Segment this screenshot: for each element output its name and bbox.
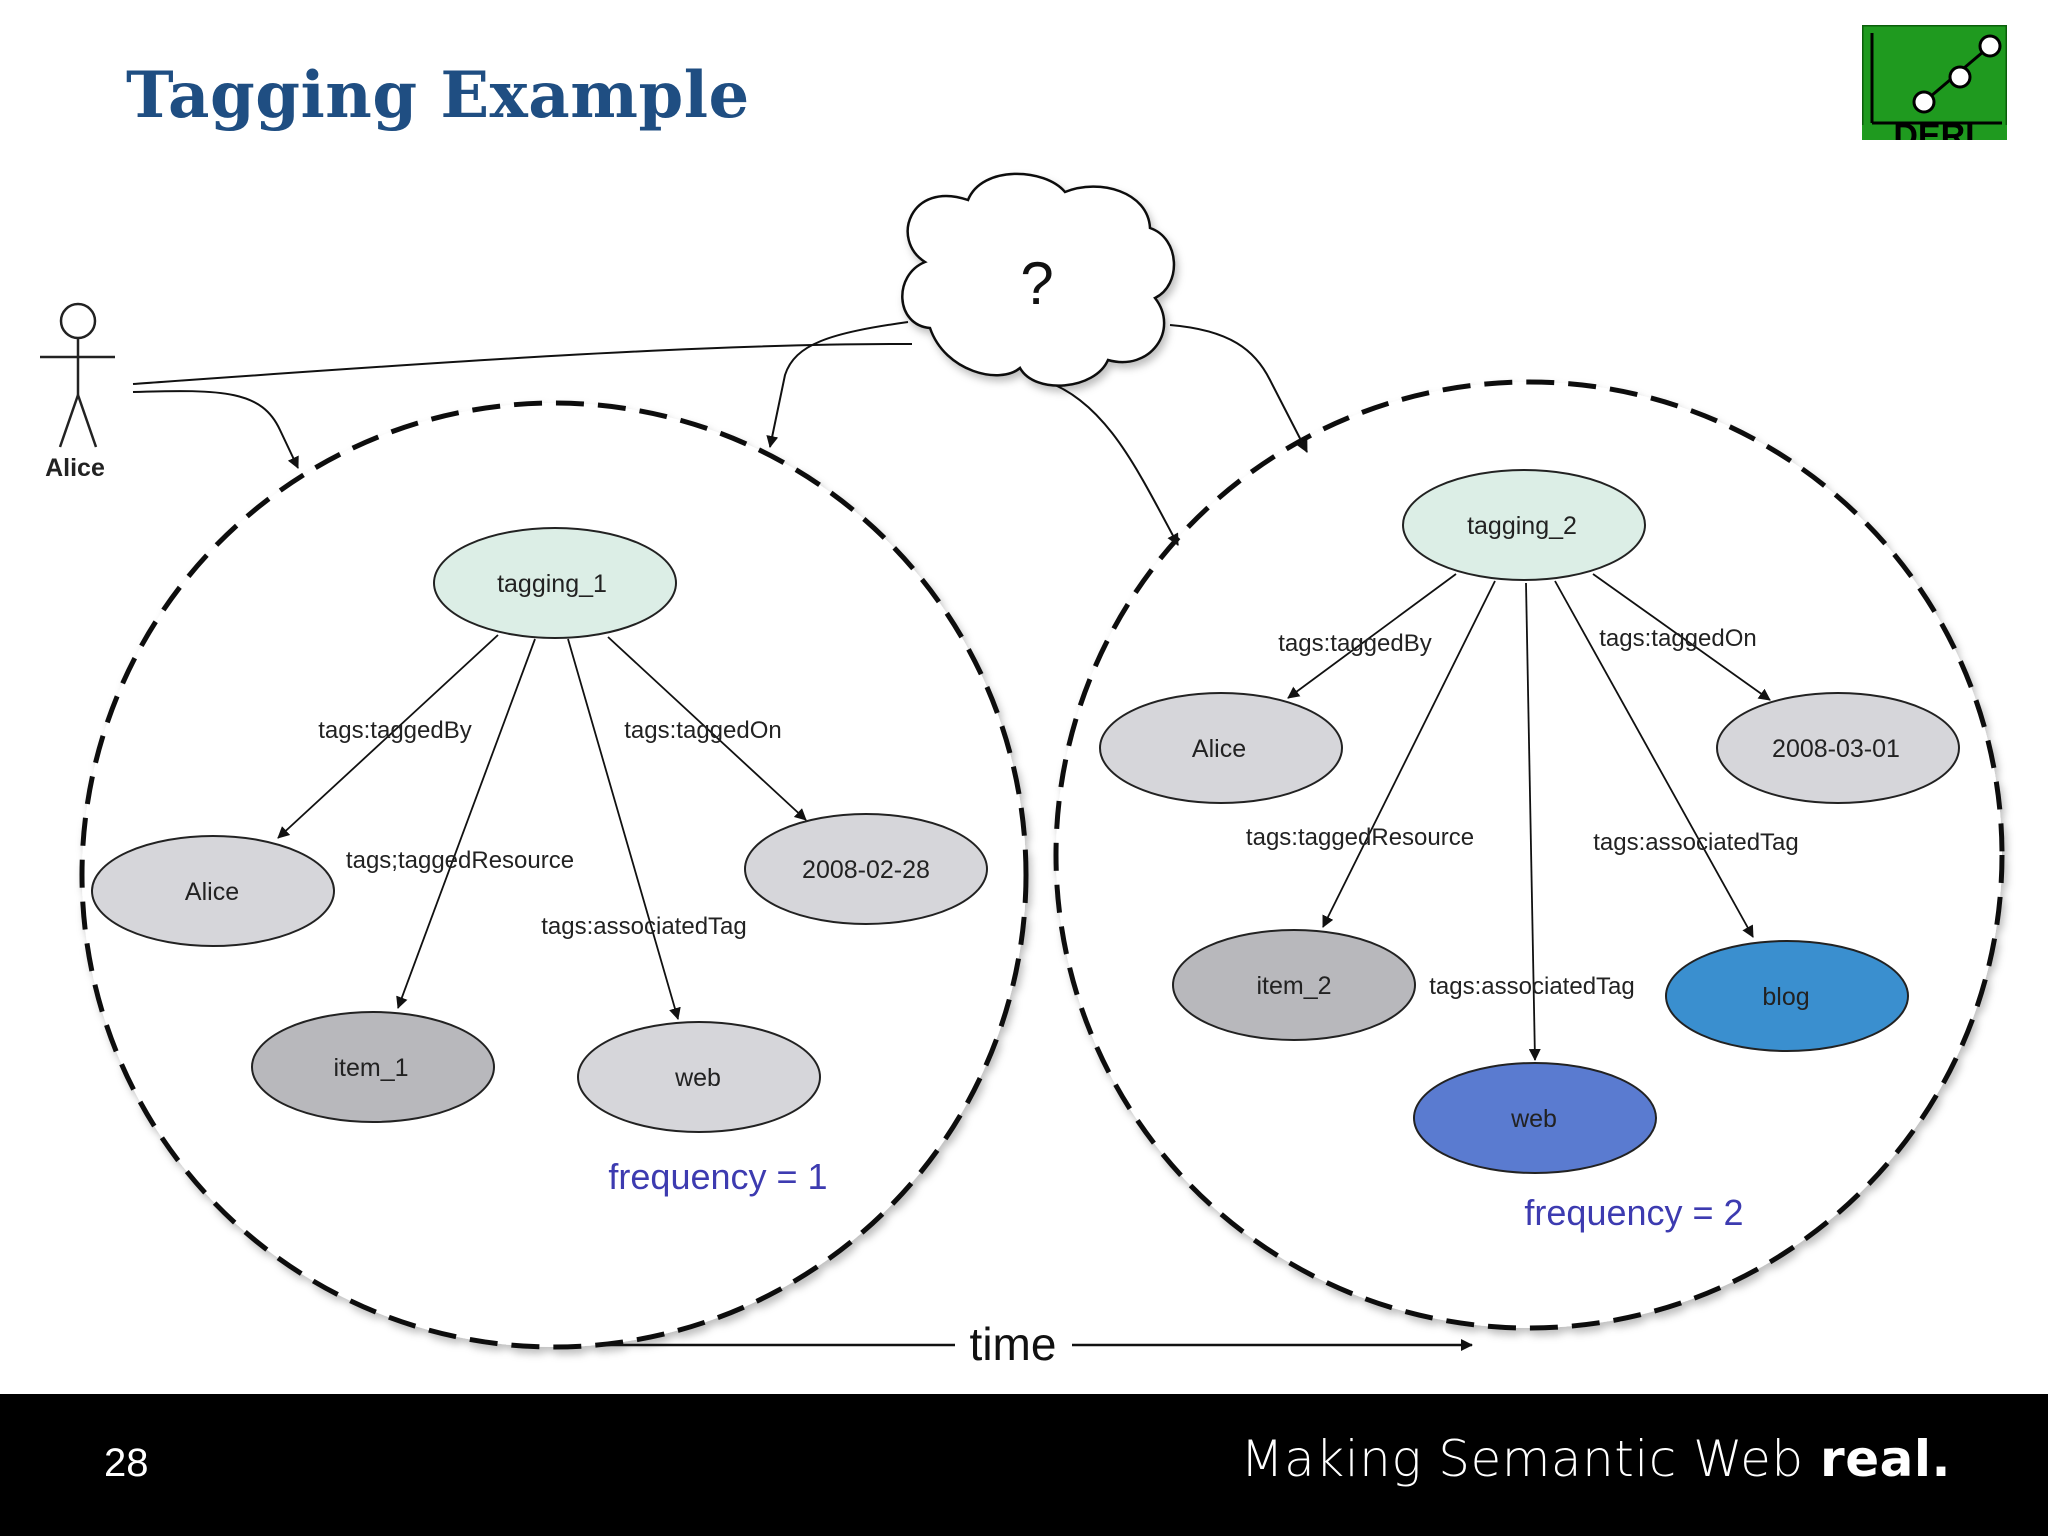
alice-actor-icon: [40, 302, 115, 448]
t1-center-label: tagging_1: [497, 570, 607, 598]
t1-alice-label: Alice: [185, 878, 239, 906]
t1-alice-node: [91, 835, 335, 947]
t1-item-node: [251, 1011, 495, 1123]
t2-tagged-on-edge: [1592, 573, 1771, 701]
slide-footer: 28 Making Semantic Web real.: [0, 1394, 2048, 1536]
t2-associated-tag-blog-edge: [1554, 580, 1754, 938]
t2-alice-label: Alice: [1192, 735, 1246, 763]
t1-associated-tag-label: tags:associatedTag: [541, 913, 746, 940]
t2-blog-label: blog: [1762, 983, 1809, 1011]
t2-center-label: tagging_2: [1467, 512, 1577, 540]
cloud-to-tagging-1-arrow: [766, 321, 909, 448]
slide-title: Tagging Example: [126, 58, 750, 133]
t1-date-node: [744, 813, 988, 925]
t2-web-label: web: [1510, 1105, 1557, 1133]
t2-associated-tag-web-edge: [1525, 582, 1541, 1061]
t2-associated-tag-web-label: tags:associatedTag: [1429, 973, 1634, 1000]
t1-tagged-on-edge: [607, 636, 807, 821]
t1-tagged-by-edge: [277, 634, 499, 839]
t1-tagged-on-label: tags:taggedOn: [624, 717, 781, 744]
alice-to-cloud-line: [132, 342, 913, 385]
t2-tagged-resource-edge: [1322, 580, 1496, 928]
t1-date-label: 2008-02-28: [802, 856, 930, 884]
deri-logo: DERI: [1862, 25, 2007, 140]
t2-date-node: [1716, 692, 1960, 804]
tagline-bold: real.: [1820, 1430, 1951, 1488]
cloud-question-mark: ?: [1020, 250, 1053, 317]
t2-associated-tag-blog-label: tags:associatedTag: [1593, 829, 1798, 856]
alice-actor-label: Alice: [45, 454, 105, 482]
t1-center-node: [433, 527, 677, 639]
t2-date-label: 2008-03-01: [1772, 735, 1900, 763]
t2-blog-node: [1665, 940, 1909, 1052]
t2-tagged-resource-label: tags:taggedResource: [1246, 824, 1474, 851]
page-number: 28: [104, 1441, 149, 1485]
t2-tagged-by-label: tags:taggedBy: [1278, 630, 1431, 657]
t2-item-node: [1172, 929, 1416, 1041]
alice-to-tagging-1-arrow: [132, 390, 299, 469]
tagging-2-boundary: [1053, 379, 2005, 1331]
t2-frequency-label: frequency = 2: [1524, 1192, 1743, 1233]
unknown-cloud-icon: [901, 172, 1176, 387]
t1-web-label: web: [674, 1064, 721, 1092]
cloud-to-tagging-2-right-arrow: [1169, 324, 1308, 453]
tagline: Making Semantic Web real.: [1241, 1430, 1951, 1488]
tagging-diagram: Alice ? tags:taggedBy tags:taggedOn tags…: [40, 172, 2005, 1370]
t1-associated-tag-edge: [567, 638, 681, 1020]
t1-item-label: item_1: [333, 1054, 408, 1082]
t2-center-node: [1402, 469, 1646, 581]
tagline-regular: Making Semantic Web: [1240, 1430, 1821, 1488]
t1-frequency-label: frequency = 1: [608, 1156, 827, 1197]
t1-tagged-resource-edge: [396, 638, 536, 1009]
t2-alice-node: [1099, 692, 1343, 804]
time-axis-label: time: [970, 1318, 1057, 1370]
t1-tagged-by-label: tags:taggedBy: [318, 717, 471, 744]
t2-item-label: item_2: [1256, 972, 1331, 1000]
logo-text: DERI: [1893, 117, 1974, 140]
t1-tagged-resource-label: tags;taggedResource: [346, 847, 574, 874]
t1-web-node: [577, 1021, 821, 1133]
t2-tagged-by-edge: [1287, 573, 1457, 699]
t2-web-node: [1413, 1062, 1657, 1174]
cloud-to-tagging-2-left-arrow: [1039, 378, 1179, 546]
t2-tagged-on-label: tags:taggedOn: [1599, 625, 1756, 652]
